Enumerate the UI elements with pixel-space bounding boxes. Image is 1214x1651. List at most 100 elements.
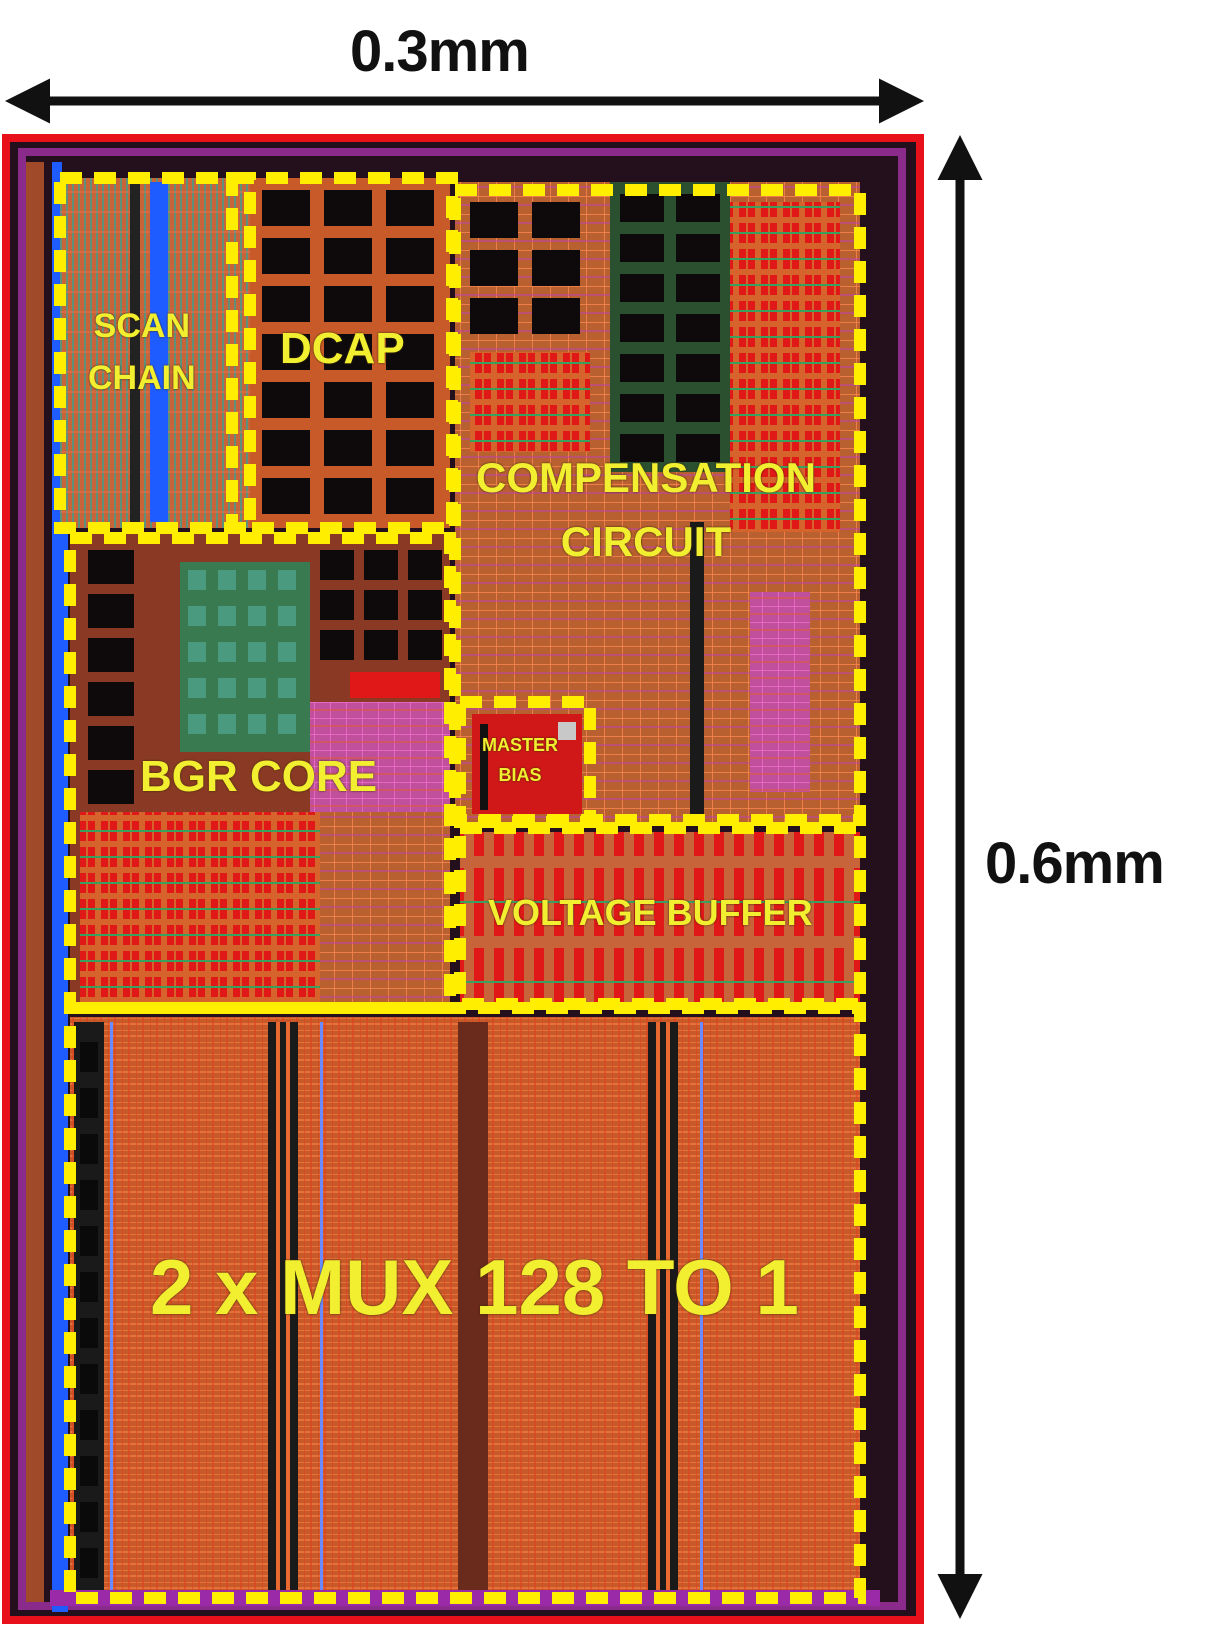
comp-cell — [470, 202, 518, 238]
master-bias-label: MASTER BIAS — [482, 730, 558, 790]
mux-label: 2 x MUX 128 TO 1 — [150, 1243, 799, 1331]
bgr-cell — [88, 638, 134, 672]
mux-pad — [80, 1272, 98, 1302]
dcap-cell — [324, 238, 372, 274]
comp-cap-cell — [620, 394, 664, 422]
scan-chain-label: SCAN CHAIN — [88, 300, 196, 404]
voltage-buffer-region — [460, 832, 860, 1002]
bgr-matched-cell — [218, 642, 236, 662]
dcap-cell — [386, 478, 434, 514]
bgr-matched-cell — [188, 678, 206, 698]
bgr-matched-cell — [278, 714, 296, 734]
bgr-core-label: BGR CORE — [140, 752, 378, 801]
dcap-cell — [262, 238, 310, 274]
comp-cell — [532, 202, 580, 238]
compensation-label-line1: COMPENSATION — [476, 454, 816, 501]
mux-pad — [80, 1226, 98, 1256]
height-dimension-label: 0.6mm — [985, 831, 1165, 896]
dcap-cell — [262, 478, 310, 514]
mux-pad — [80, 1548, 98, 1578]
comp-cap-cell — [620, 314, 664, 342]
bgr-cell — [408, 550, 442, 580]
bgr-cell — [364, 550, 398, 580]
comp-cap-cell — [676, 194, 720, 222]
bgr-matched-cell — [218, 570, 236, 590]
bgr-cell — [320, 590, 354, 620]
comp-cap-cell — [620, 354, 664, 382]
scan-chain-label-line1: SCAN — [93, 307, 190, 345]
dcap-cell — [386, 286, 434, 322]
mux-pad — [80, 1088, 98, 1118]
comp-cap-cell — [676, 354, 720, 382]
dcap-cell — [262, 334, 310, 370]
mux-pad — [80, 1042, 98, 1072]
mux-pad — [80, 1134, 98, 1164]
dcap-cell — [386, 382, 434, 418]
dcap-cell — [262, 286, 310, 322]
mux-pad — [80, 1364, 98, 1394]
width-dimension-label: 0.3mm — [350, 19, 530, 84]
bgr-cell — [88, 550, 134, 584]
bgr-matched-cell — [248, 606, 266, 626]
scan-chain-outline — [54, 172, 256, 534]
dcap-cell — [324, 286, 372, 322]
compensation-outline — [449, 184, 866, 826]
dcap-cell — [262, 190, 310, 226]
bgr-matched-cell — [218, 678, 236, 698]
bgr-matched-cell — [248, 642, 266, 662]
bgr-matched-cell — [188, 714, 206, 734]
dcap-cell — [386, 238, 434, 274]
bgr-cell — [408, 590, 442, 620]
master-bias-label-line1: MASTER — [482, 735, 558, 755]
comp-cell — [532, 298, 580, 334]
bgr-cell — [88, 594, 134, 628]
dcap-cell — [324, 334, 372, 370]
bgr-matched-cell — [248, 570, 266, 590]
comp-cap-cell — [676, 274, 720, 302]
mux-pad — [80, 1456, 98, 1486]
comp-cap-cell — [676, 314, 720, 342]
comp-cap-cell — [676, 394, 720, 422]
bgr-cell — [88, 682, 134, 716]
dcap-cell — [262, 430, 310, 466]
comp-cell — [470, 250, 518, 286]
bgr-matched-cell — [278, 642, 296, 662]
bgr-matched-cell — [248, 678, 266, 698]
comp-cell — [470, 298, 518, 334]
bgr-matched-cell — [188, 606, 206, 626]
bgr-cell — [408, 630, 442, 660]
bgr-cell — [364, 630, 398, 660]
bgr-cell — [88, 770, 134, 804]
mux-pad — [80, 1318, 98, 1348]
bgr-matched-cell — [278, 606, 296, 626]
comp-cap-cell — [620, 434, 664, 462]
comp-cap-cell — [676, 434, 720, 462]
layout-artwork — [10, 142, 916, 1616]
compensation-label: COMPENSATION CIRCUIT — [476, 446, 816, 574]
dcap-cell — [324, 382, 372, 418]
bgr-matched-cell — [188, 570, 206, 590]
bgr-matched-cell — [218, 606, 236, 626]
comp-cap-cell — [676, 234, 720, 262]
bgr-cell — [320, 550, 354, 580]
bgr-matched-cell — [188, 642, 206, 662]
voltage-buffer-outline — [454, 822, 866, 1010]
mux-pad — [80, 1502, 98, 1532]
comp-cap-cell — [620, 234, 664, 262]
dcap-cell — [386, 190, 434, 226]
bgr-cell — [364, 590, 398, 620]
master-bias-outline — [454, 696, 596, 828]
master-bias-label-line2: BIAS — [498, 765, 542, 785]
dcap-cell — [324, 190, 372, 226]
mux-pad — [80, 1180, 98, 1210]
compensation-label-line2: CIRCUIT — [560, 518, 732, 565]
dcap-label: DCAP — [280, 324, 405, 373]
comp-cap-cell — [620, 274, 664, 302]
voltage-buffer-label: VOLTAGE BUFFER — [488, 892, 813, 933]
chip-layout: SCAN CHAIN DCAP COMPENSATION CIRCUIT BGR… — [2, 134, 924, 1624]
dcap-cell — [324, 430, 372, 466]
comp-cap-cell — [620, 194, 664, 222]
bgr-matched-cell — [278, 678, 296, 698]
bgr-cell — [88, 726, 134, 760]
comp-cell — [532, 250, 580, 286]
